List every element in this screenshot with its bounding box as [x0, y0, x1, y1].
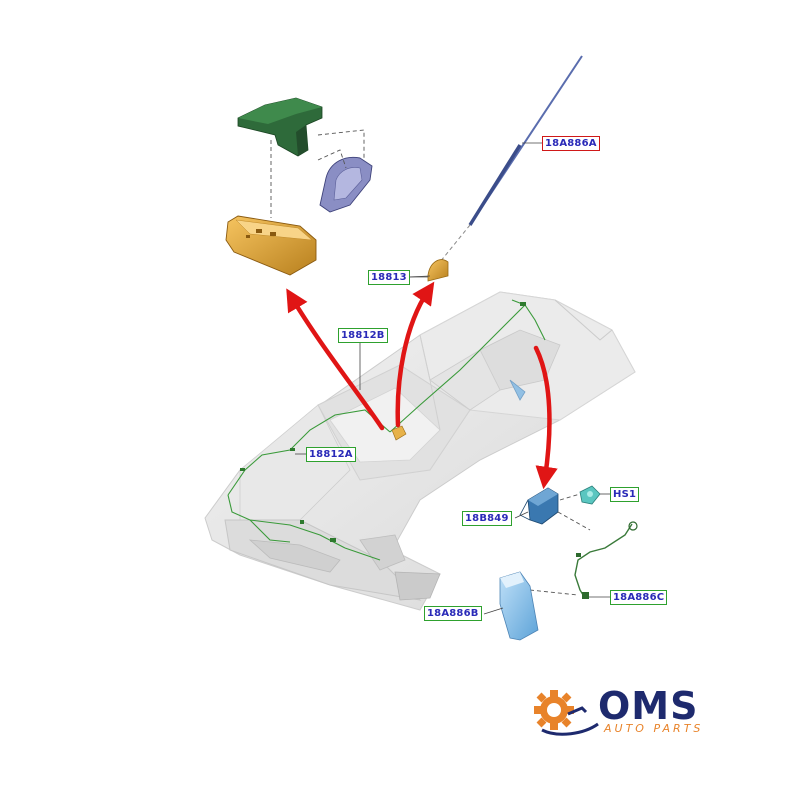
vehicle-body-ghost: [204, 291, 636, 611]
red-arrows: [286, 281, 558, 490]
control-module: [519, 487, 559, 525]
callout-18A886A: 18A886A: [542, 136, 600, 151]
assembly-lines-top: [270, 129, 365, 218]
roof-connector: [391, 425, 407, 441]
callout-18A886C: 18A886C: [610, 590, 668, 605]
logo-brand-text: OMS: [598, 684, 699, 728]
wiring-harness: [227, 299, 546, 561]
harness-connectors: [240, 302, 526, 542]
gear-icon: [534, 690, 599, 736]
antenna-mast: [439, 55, 583, 263]
mounting-bracket: [499, 571, 539, 641]
callout-18813: 18813: [368, 270, 410, 285]
antenna-cover: [319, 156, 373, 213]
assembly-lines-bottom: [529, 493, 591, 596]
oms-logo: OMS AUTO PARTS: [528, 684, 758, 744]
callout-18812B: 18812B: [338, 328, 388, 343]
bracket-plate: [237, 97, 323, 157]
callout-HS1: HS1: [610, 487, 640, 502]
antenna-module: [225, 215, 317, 276]
cyan-connector: [579, 485, 601, 505]
callout-18A886B: 18A886B: [424, 606, 482, 621]
callout-18B849: 18B849: [462, 511, 512, 526]
callout-18812A: 18812A: [306, 447, 356, 462]
leader-lines: [295, 142, 610, 615]
logo-tagline: AUTO PARTS: [604, 722, 704, 735]
antenna-base: [408, 259, 449, 282]
cable-harness-connectors: [576, 521, 638, 599]
cable-harness-bottom: [574, 523, 633, 599]
